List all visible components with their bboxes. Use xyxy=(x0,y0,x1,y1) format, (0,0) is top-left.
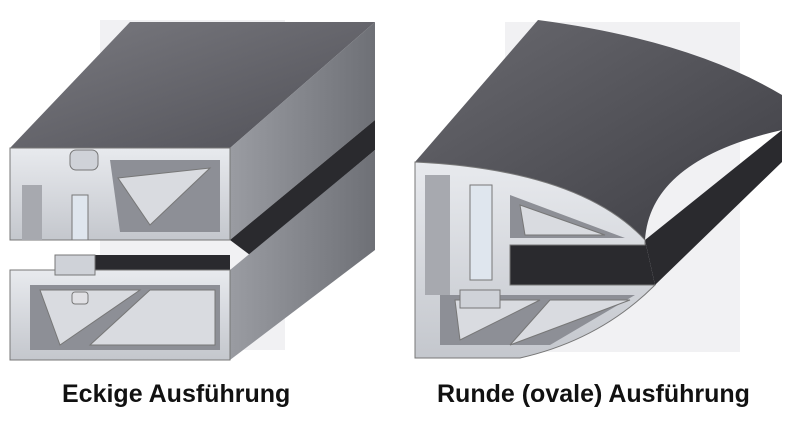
caption-square-version: Eckige Ausführung xyxy=(62,380,291,408)
lower-side-face xyxy=(230,150,375,360)
curved-top-face xyxy=(415,20,782,240)
square-profile-illustration xyxy=(0,0,400,380)
upper-top-face xyxy=(10,22,375,148)
caption-oval-version: Runde (ovale) Ausführung xyxy=(437,380,750,408)
oval-profile-illustration xyxy=(400,0,800,380)
upper-side-face xyxy=(230,22,375,240)
